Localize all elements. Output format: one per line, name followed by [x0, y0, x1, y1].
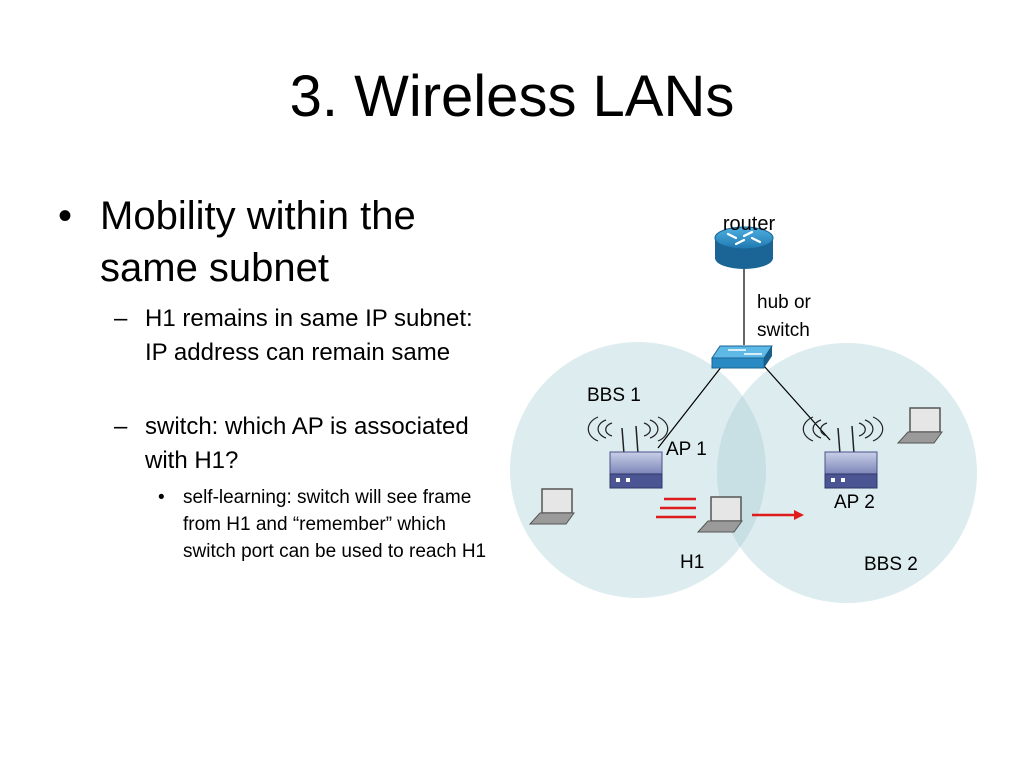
access-point-1-icon: [587, 416, 669, 489]
switch-label-line2: switch: [757, 320, 810, 341]
router-label: router: [723, 213, 776, 235]
main-bullet-text: Mobility within the same subnet: [100, 194, 416, 290]
switch-icon: [711, 345, 773, 369]
dash-marker: –: [114, 305, 128, 332]
sub-bullet-text: switch: which AP is associated with H1?: [145, 413, 469, 474]
host-h1-laptop-icon: [696, 496, 743, 533]
bbs1-label: BBS 1: [587, 385, 641, 406]
motion-lines-icon: [656, 497, 696, 519]
router-icon: [714, 226, 774, 269]
switch-label-line1: hub or: [757, 292, 812, 313]
ap2-label: AP 2: [834, 492, 875, 513]
dash-marker: –: [114, 413, 128, 440]
access-point-2-icon: [802, 416, 884, 489]
movement-arrow-icon: [752, 510, 804, 520]
bullet-marker: •: [158, 487, 165, 508]
switch-ap2-link: [763, 365, 831, 441]
h1-label: H1: [680, 552, 704, 573]
slide-title: 3. Wireless LANs: [289, 64, 735, 129]
sub-bullet-text: H1 remains in same IP subnet: IP address…: [145, 305, 473, 366]
ap1-label: AP 1: [666, 439, 707, 460]
laptop-icon: [528, 488, 575, 525]
laptop-icon: [896, 407, 943, 444]
bbs2-label: BBS 2: [864, 554, 918, 575]
sub-sub-bullet-text: self-learning: switch will see frame fro…: [183, 487, 487, 562]
bullet-marker: •: [58, 194, 73, 238]
switch-ap1-link: [657, 365, 723, 449]
